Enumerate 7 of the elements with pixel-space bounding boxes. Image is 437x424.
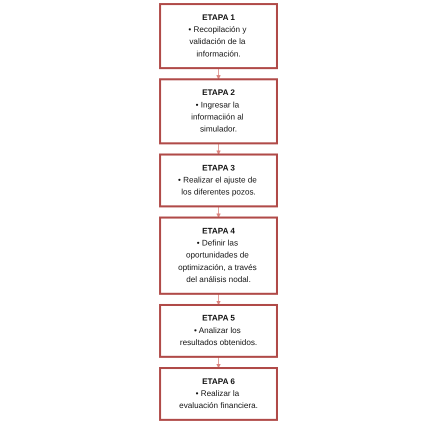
arrow: [216, 68, 221, 80]
node-box: ETAPA 4 • Definir las oportunidades de optimización, a través del análisis nodal.: [159, 216, 278, 295]
node-box: ETAPA 3 • Realizar el ajuste de los diferentes pozos.: [159, 154, 278, 208]
node-box: ETAPA 5 • Analizar los resultados obtenidos.: [159, 304, 278, 358]
node-box: ETAPA 2 • Ingresar la informaciión al simulador.: [159, 78, 278, 144]
node-box: ETAPA 6 • Realizar la evaluación financiera.: [159, 367, 278, 421]
node-box: ETAPA 1 • Recopilación y validación de la información.: [159, 3, 278, 70]
